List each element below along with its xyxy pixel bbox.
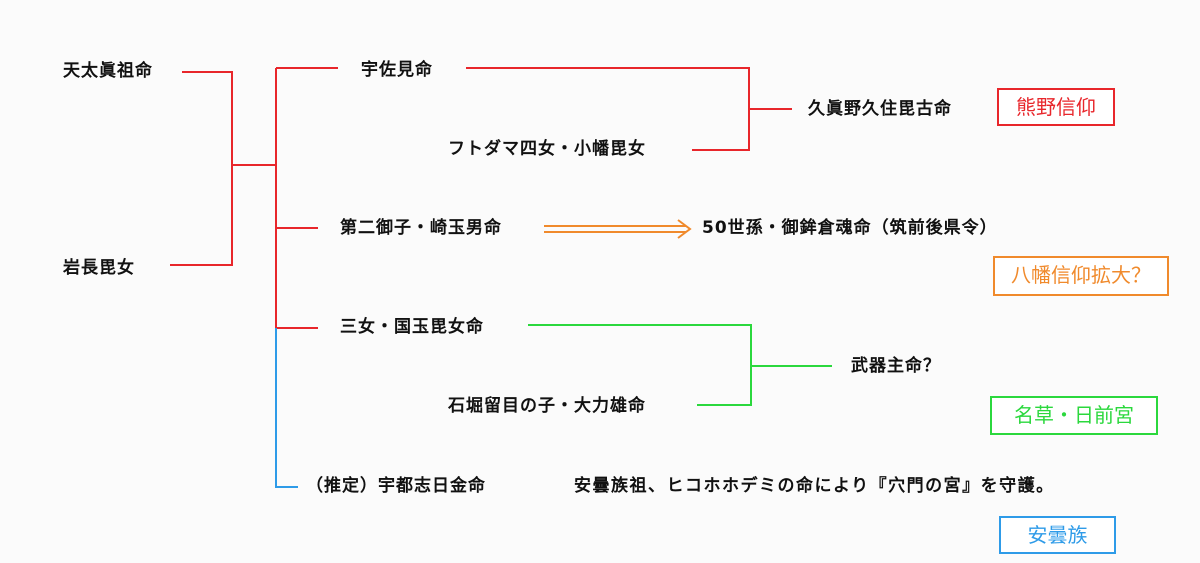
person-kumanokusumi: 久眞野久住毘古命 [808, 99, 952, 119]
inferred-branch-line [275, 328, 298, 488]
usami-marriage-connector [466, 67, 792, 151]
badge-azumi: 安曇族 [999, 516, 1116, 554]
person-third-daughter: 三女・国玉毘女命 [340, 317, 484, 337]
children-trunk [275, 67, 338, 329]
badge-hachiman: 八幡信仰拡大？ [993, 256, 1169, 296]
descendant-double-arrow [544, 219, 692, 239]
badge-nagusa: 名草・日前宮 [990, 396, 1158, 435]
person-utsushihi: （推定）宇都志日金命 [306, 476, 486, 496]
person-futodama-daughter: フトダマ四女・小幡毘女 [448, 139, 646, 159]
person-usami: 宇佐見命 [361, 60, 433, 80]
parents-connector [170, 71, 276, 266]
person-ishibori-son: 石堀留目の子・大力雄命 [448, 396, 646, 416]
badge-kumano: 熊野信仰 [997, 88, 1115, 126]
note-azumi: 安曇族祖、ヒコホホデミの命により『穴門の宮』を守護。 [574, 476, 1055, 496]
person-second-son: 第二御子・崎玉男命 [340, 218, 502, 238]
person-iwanagahime: 岩長毘女 [63, 258, 135, 278]
person-descendant-50: 50世孫・御鉾倉魂命（筑前後県令） [702, 218, 998, 238]
person-bukinushi: 武器主命？ [851, 356, 941, 376]
person-amenotomaso: 天太眞祖命 [63, 61, 153, 81]
third-daughter-marriage-connector [528, 324, 832, 406]
